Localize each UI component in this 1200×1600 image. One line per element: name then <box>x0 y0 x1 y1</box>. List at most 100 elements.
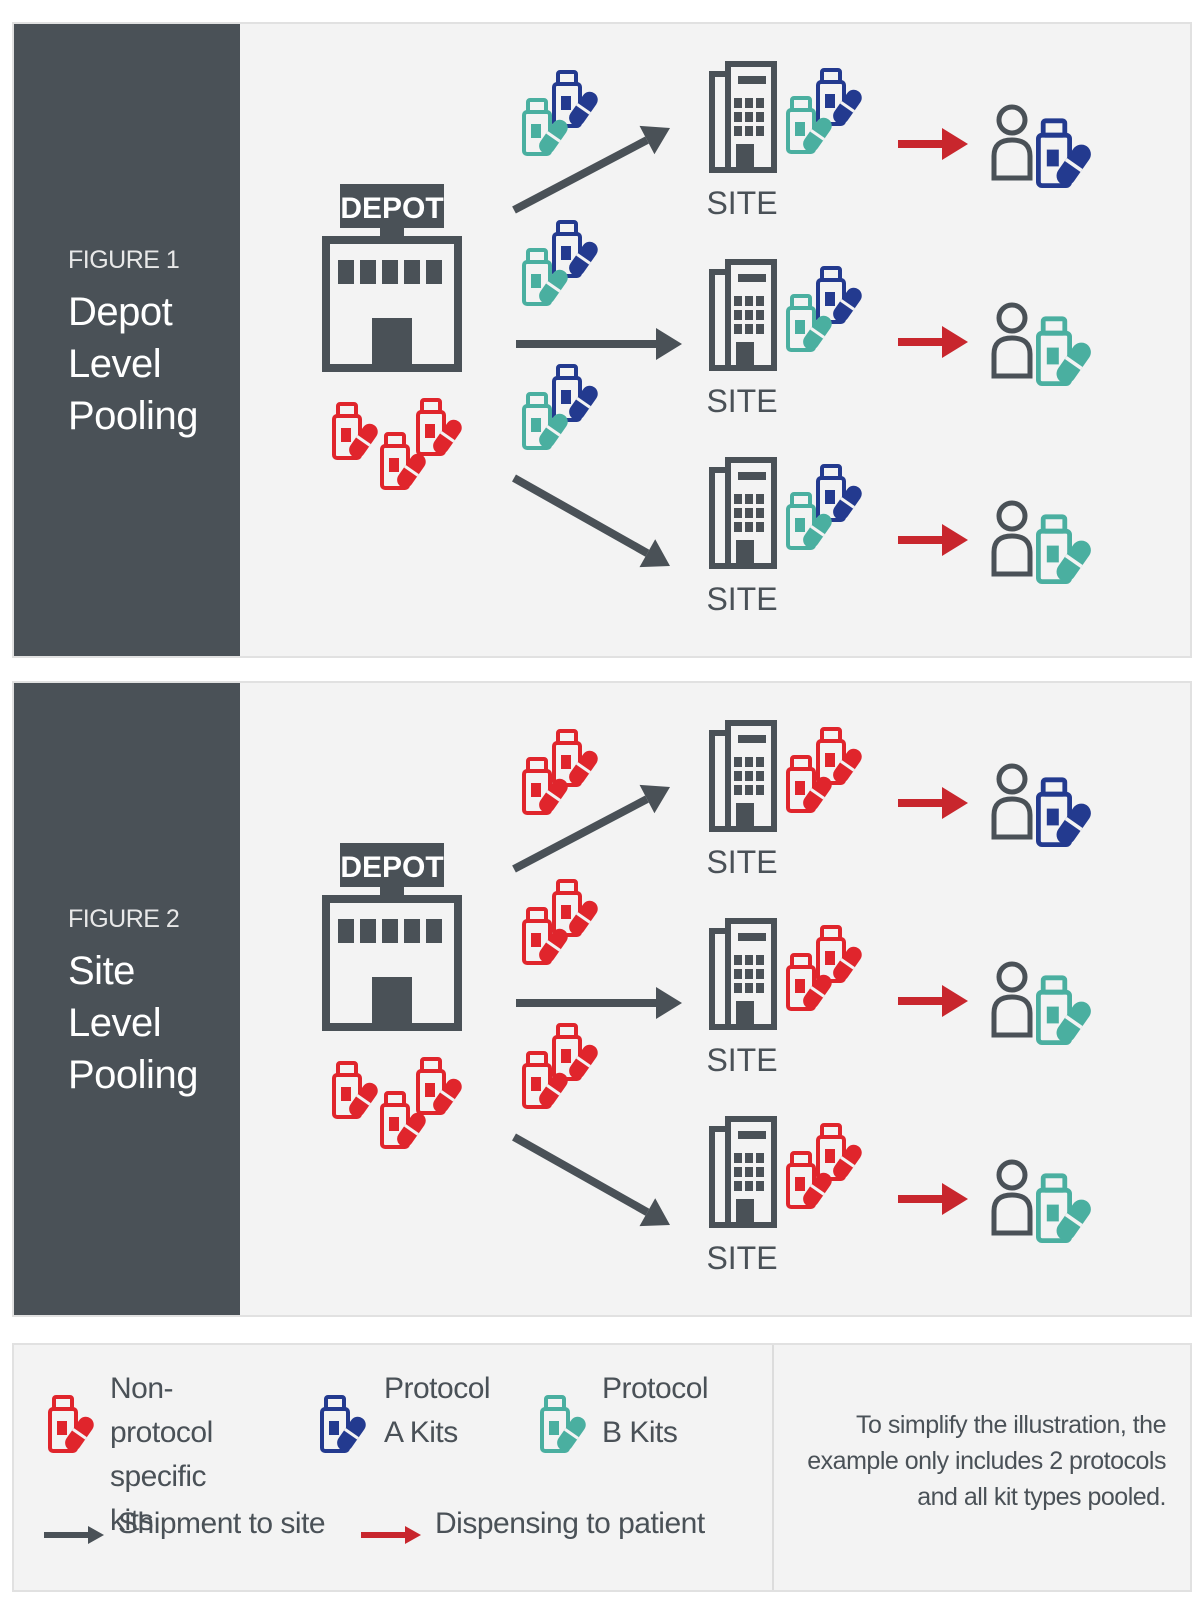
kit-icon <box>522 907 568 965</box>
site-label: SITE <box>706 581 777 617</box>
site-stock-kits <box>786 1123 862 1209</box>
protocol-b-kit-icon <box>786 294 832 352</box>
protocol-a-kit-icon <box>816 68 862 126</box>
site-building-icon: SITE <box>706 259 778 419</box>
shipment-kits <box>522 729 598 815</box>
patient-icon <box>991 104 1033 181</box>
shipment-kits <box>522 1023 598 1109</box>
kit-icon <box>332 402 378 460</box>
site-building-icon: SITE <box>706 918 778 1078</box>
figure-2-sidebar: FIGURE 2 Site Level Pooling <box>14 683 240 1315</box>
protocol-a-kit-icon <box>816 266 862 324</box>
patient-group <box>991 302 1091 387</box>
site-building-icon: SITE <box>706 1116 778 1276</box>
site-label: SITE <box>706 185 777 221</box>
dispensing-arrow <box>898 128 968 160</box>
kit-icon <box>816 925 862 983</box>
figure-2-title: Site Level Pooling <box>68 949 198 1097</box>
shipment-kits <box>522 220 598 306</box>
shipment-arrow <box>512 474 670 568</box>
shipment-kits <box>522 364 598 450</box>
kit-icon <box>380 432 426 490</box>
legend-note: To simplify the illustration, the exampl… <box>807 1411 1166 1511</box>
protocol-a-kit-icon <box>1036 777 1091 848</box>
depot-building-icon: DEPOT <box>322 843 462 1031</box>
site-label: SITE <box>706 383 777 419</box>
dispensing-arrow <box>898 985 968 1017</box>
figure-1-title: Depot Level Pooling <box>68 290 198 438</box>
kit-icon <box>552 1023 598 1081</box>
site-stock-kits <box>786 266 862 352</box>
patient-icon <box>991 500 1033 577</box>
protocol-b-kit-icon <box>522 248 568 306</box>
site-label: SITE <box>706 1240 777 1276</box>
kit-icon <box>522 757 568 815</box>
figure-1-panel: FIGURE 1 Depot Level Pooling DEPOT SITE SI… <box>12 22 1192 658</box>
dispensing-arrow <box>898 524 968 556</box>
kit-icon <box>332 1061 378 1119</box>
depot-stock-kits <box>332 1057 462 1149</box>
figure-1-diagram: DEPOT SITE SITE SITE <box>240 24 1190 656</box>
legend-non-protocol-label: Non-protocol specific kits <box>110 1372 213 1537</box>
shipment-arrow <box>512 1133 670 1227</box>
depot-label: DEPOT <box>340 851 443 884</box>
site-building-icon: SITE <box>706 720 778 880</box>
figure-1-label: FIGURE 1 <box>68 246 180 274</box>
site-building-icon: SITE <box>706 61 778 221</box>
shipment-arrow <box>516 328 682 360</box>
dispensing-arrow-icon <box>361 1526 421 1544</box>
shipment-kits <box>522 879 598 965</box>
patient-icon <box>991 961 1033 1038</box>
patient-group <box>991 1159 1091 1244</box>
protocol-a-kit-icon <box>1036 118 1091 189</box>
legend-protocol-b-label: Protocol B Kits <box>602 1372 709 1449</box>
kit-shape <box>320 1395 366 1453</box>
dispensing-arrow <box>898 787 968 819</box>
shipment-kits <box>522 70 598 156</box>
protocol-b-kit-icon <box>522 392 568 450</box>
patient-group <box>991 104 1091 189</box>
site-stock-kits <box>786 727 862 813</box>
protocol-a-kit-icon <box>320 1395 366 1453</box>
kit-icon <box>786 755 832 813</box>
legend: Non-protocol specific kits Protocol A Ki… <box>12 1343 1192 1592</box>
shipment-arrow-icon <box>44 1526 104 1544</box>
non-protocol-kit-icon <box>48 1395 94 1453</box>
protocol-b-kit-icon <box>1036 316 1091 387</box>
kit-icon <box>786 1151 832 1209</box>
patient-group <box>991 763 1091 848</box>
site-building-icon: SITE <box>706 457 778 617</box>
shipment-arrow <box>516 987 682 1019</box>
site-label: SITE <box>706 844 777 880</box>
kit-icon <box>816 727 862 785</box>
protocol-b-kit-icon <box>540 1395 586 1453</box>
site-stock-kits <box>786 925 862 1011</box>
patient-group <box>991 500 1091 585</box>
legend-protocol-a-label: Protocol A Kits <box>384 1372 491 1449</box>
kit-shape <box>48 1395 94 1453</box>
legend-shipment-label: Shipment to site <box>118 1507 326 1540</box>
protocol-b-kit-icon <box>522 98 568 156</box>
protocol-b-kit-icon <box>1036 514 1091 585</box>
patient-icon <box>991 302 1033 379</box>
shipment-arrow <box>512 125 670 214</box>
protocol-b-kit-icon <box>786 96 832 154</box>
depot-label: DEPOT <box>340 192 443 225</box>
protocol-b-kit-icon <box>1036 1173 1091 1244</box>
site-label: SITE <box>706 1042 777 1078</box>
figure-2-panel: FIGURE 2 Site Level Pooling DEPOT SITE SIT… <box>12 681 1192 1317</box>
kit-icon <box>786 953 832 1011</box>
kit-icon <box>380 1091 426 1149</box>
kit-icon <box>416 398 462 456</box>
legend-divider <box>772 1345 774 1590</box>
kit-icon <box>416 1057 462 1115</box>
dispensing-arrow <box>898 1183 968 1215</box>
patient-icon <box>991 763 1033 840</box>
figure-1-sidebar: FIGURE 1 Depot Level Pooling <box>14 24 240 656</box>
shipment-arrow <box>512 784 670 873</box>
patient-icon <box>991 1159 1033 1236</box>
figure-2-label: FIGURE 2 <box>68 905 180 933</box>
site-stock-kits <box>786 68 862 154</box>
depot-building-icon: DEPOT <box>322 184 462 372</box>
site-stock-kits <box>786 464 862 550</box>
